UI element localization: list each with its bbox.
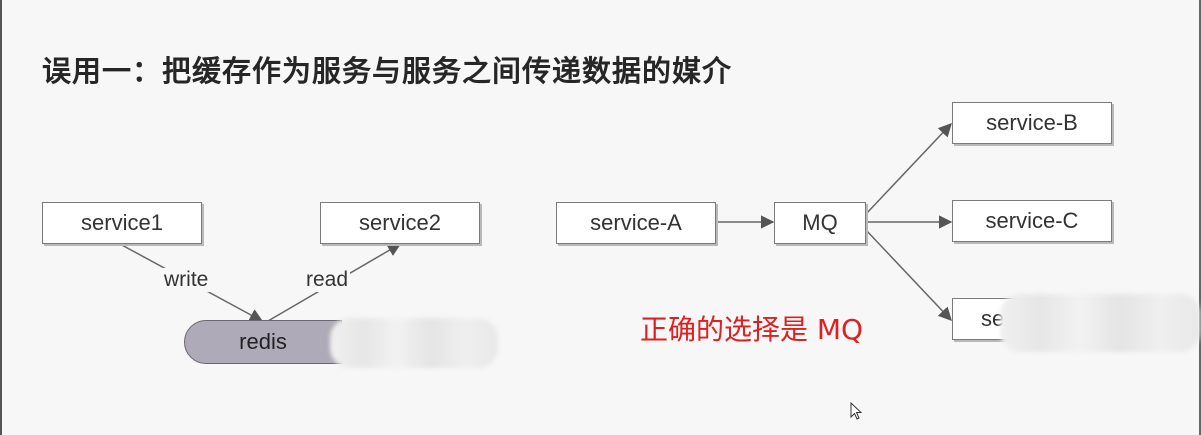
service-a-box: service-A: [556, 202, 716, 244]
mq-to-d-edge: [865, 229, 952, 321]
mq-to-b-edge: [865, 123, 952, 215]
redis-cylinder: redis: [184, 320, 342, 364]
blurred-region-right: [1000, 294, 1200, 352]
correct-choice-note: 正确的选择是 MQ: [640, 313, 864, 346]
service-b-box: service-B: [952, 102, 1112, 144]
service-c-box: service-C: [952, 200, 1112, 242]
slide-title: 误用一：把缓存作为服务与服务之间传递数据的媒介: [42, 54, 733, 88]
write-label: write: [162, 268, 211, 292]
mq-box: MQ: [774, 202, 866, 244]
service-d-label: se: [981, 306, 1005, 331]
service1-box: service1: [42, 202, 202, 244]
service2-box: service2: [320, 202, 480, 244]
blurred-region-left: [330, 318, 498, 368]
mouse-cursor-icon: [850, 402, 863, 420]
read-label: read: [304, 268, 351, 292]
